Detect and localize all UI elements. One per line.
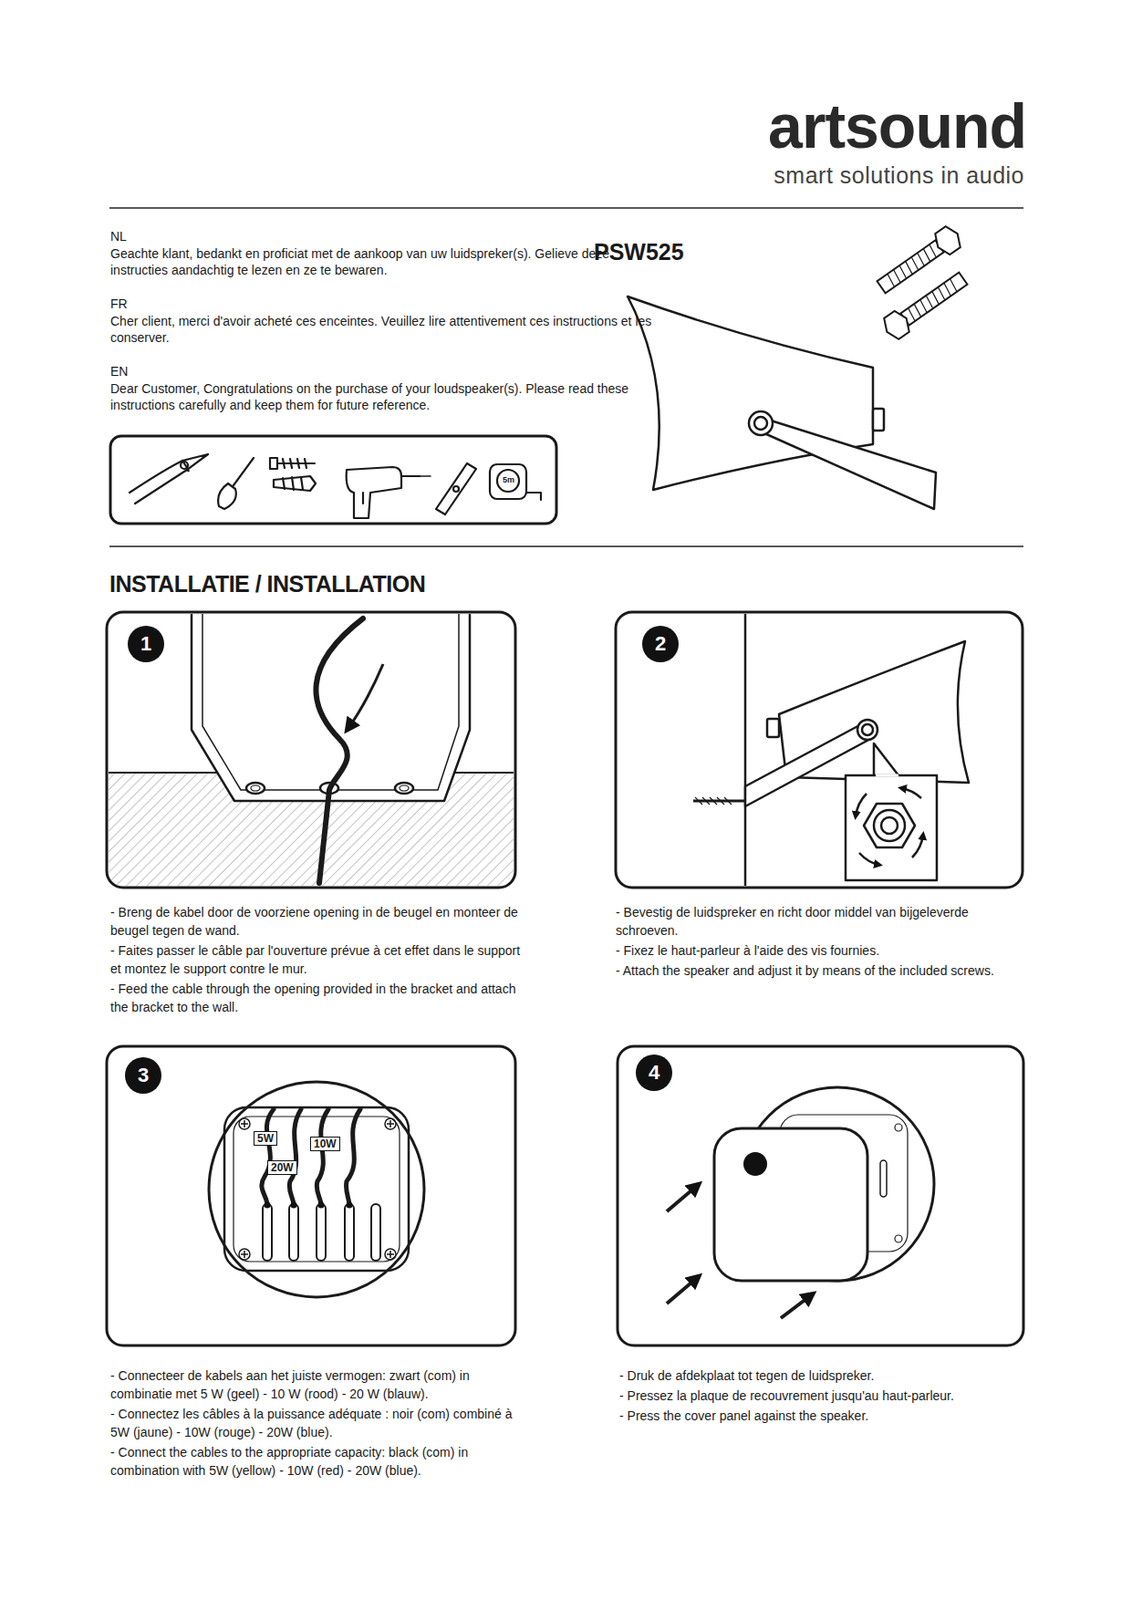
brand-logo: artsound	[768, 94, 1027, 157]
speaker-illustration	[627, 296, 936, 509]
terminal-illustration	[208, 1081, 425, 1298]
instruction-text: - Faites passer le câble par l'ouverture…	[110, 941, 521, 978]
cover-panel-illustration	[666, 1087, 935, 1319]
bolts	[873, 223, 971, 343]
power-tag: 5W	[253, 1131, 278, 1146]
tools-box	[110, 436, 557, 524]
mounted-speaker-illustration	[693, 613, 969, 886]
separator-lines	[109, 207, 1024, 547]
welcome-text: Dear Customer, Congratulations on the pu…	[110, 380, 658, 414]
instruction-text: - Pressez la plaque de recouvrement jusq…	[619, 1386, 1021, 1405]
instruction-text: - Feed the cable through the opening pro…	[110, 979, 521, 1017]
welcome-text: Geachte klant, bedankt en proficiat met …	[110, 245, 658, 279]
node-text: 5W	[257, 1132, 274, 1145]
node-text: 2	[654, 632, 666, 656]
language-code: EN	[110, 363, 658, 380]
instruction-text: - Connectez les câbles à la puissance ad…	[110, 1404, 521, 1442]
instruction-group: - Druk de afdekplaat tot tegen de luidsp…	[619, 1366, 1021, 1427]
instruction-text: - Bevestig de luidspreker en richt door …	[615, 903, 1027, 940]
instruction-group: - Breng de kabel door de voorziene openi…	[110, 903, 521, 1018]
instruction-group: - Connecteer de kabels aan het juiste ve…	[110, 1366, 521, 1482]
node-text: 20W	[270, 1161, 294, 1174]
step-number: 3	[124, 1057, 162, 1094]
node-text: 10W	[313, 1137, 337, 1151]
language-code: NL	[110, 228, 658, 245]
bracket-wall-illustration	[108, 613, 514, 886]
instruction-text: - Attach the speaker and adjust it by me…	[615, 961, 1027, 980]
welcome-text: Cher client, merci d'avoir acheté ces en…	[110, 312, 658, 346]
node-text: 4	[648, 1060, 660, 1085]
instruction-text: - Fixez le haut-parleur à l'aide des vis…	[615, 941, 1027, 960]
tape-length: 5m	[502, 476, 515, 485]
instruction-text: - Connect the cables to the appropriate …	[110, 1443, 521, 1480]
node-text: 3	[137, 1063, 149, 1088]
instruction-text: - Connecteer de kabels aan het juiste ve…	[110, 1366, 521, 1403]
instruction-group: - Bevestig de luidspreker en richt door …	[615, 903, 1027, 982]
step-number: 1	[127, 625, 165, 663]
step-number: 4	[635, 1054, 673, 1091]
node-text: 1	[140, 632, 152, 656]
instruction-text: - Press the cover panel against the spea…	[619, 1406, 1021, 1425]
section-title: INSTALLATIE / INSTALLATION	[109, 572, 426, 596]
power-tag: 10W	[310, 1136, 341, 1152]
power-tag: 20W	[267, 1160, 298, 1175]
language-code: FR	[110, 295, 658, 312]
model-number: PSW525	[593, 240, 685, 264]
step-panels	[106, 612, 1024, 1346]
step-number: 2	[642, 625, 679, 663]
instruction-text: - Druk de afdekplaat tot tegen de luidsp…	[619, 1366, 1021, 1385]
instruction-text: - Breng de kabel door de voorziene openi…	[110, 903, 521, 940]
brand-slogan: smart solutions in audio	[773, 164, 1025, 187]
